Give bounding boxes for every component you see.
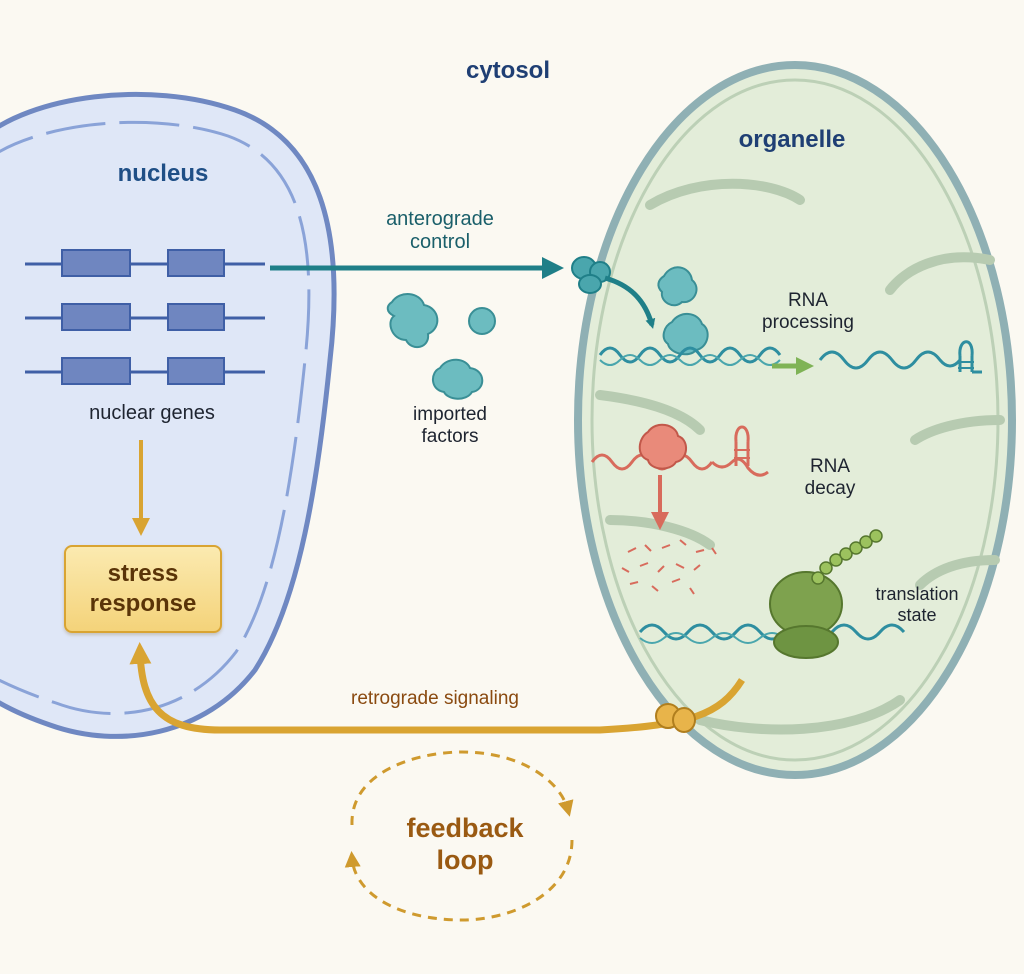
rna-decay-line2: decay xyxy=(804,477,856,499)
rna-decay-label: RNA decay xyxy=(790,456,870,500)
retrograde-signaling-label: retrograde signaling xyxy=(351,688,519,709)
rna-processing-label: RNA processing xyxy=(748,290,868,334)
import-channel xyxy=(571,256,611,294)
anterograde-line1: anterograde xyxy=(386,208,494,230)
rna-processing-line1: RNA xyxy=(787,290,829,311)
feedback-line1: feedback xyxy=(406,813,524,843)
stress-response-box: stress response xyxy=(64,545,222,633)
rna-fragments xyxy=(621,539,717,595)
imported-line1: imported xyxy=(413,404,487,425)
feedback-loop xyxy=(344,750,574,922)
nuclear-genes-label: nuclear genes xyxy=(89,402,215,424)
imported-factors-label: imported factors xyxy=(390,404,510,448)
anterograde-line2: control xyxy=(409,231,471,253)
nuclear-genes xyxy=(25,249,265,385)
feedback-line2: loop xyxy=(436,845,494,876)
feedback-loop-arc-top xyxy=(350,750,574,826)
organelle xyxy=(574,61,1016,779)
translation xyxy=(638,529,906,659)
anterograde-control-label: anterograde control xyxy=(370,208,510,254)
translation-state-label: translation state xyxy=(862,584,972,625)
translation-line1: translation xyxy=(875,584,959,604)
organelle-label: organelle xyxy=(738,126,846,153)
export-channel xyxy=(655,703,696,733)
rna-decay-line1: RNA xyxy=(809,456,851,477)
translation-line2: state xyxy=(897,604,937,625)
rna-processing xyxy=(598,340,982,375)
feedback-loop-arc-bottom xyxy=(344,839,574,922)
cytosol-label: cytosol xyxy=(465,57,551,84)
decay-enzyme xyxy=(638,423,687,470)
feedback-loop-label: feedback loop xyxy=(390,812,540,877)
organelle-outer-membrane xyxy=(574,61,1016,779)
imported-factor-proteins xyxy=(386,266,709,400)
import-path-arrow xyxy=(604,275,656,329)
ribosome-small xyxy=(773,625,839,659)
nascent-peptide xyxy=(811,529,883,585)
retrograde-signaling-arrow xyxy=(129,642,745,734)
rna-decay xyxy=(590,423,769,595)
rna-processing-line2: processing xyxy=(762,311,854,333)
imported-line2: factors xyxy=(421,425,479,447)
nucleus-label: nucleus xyxy=(117,160,209,187)
nucleus-inner-membrane xyxy=(0,120,311,715)
